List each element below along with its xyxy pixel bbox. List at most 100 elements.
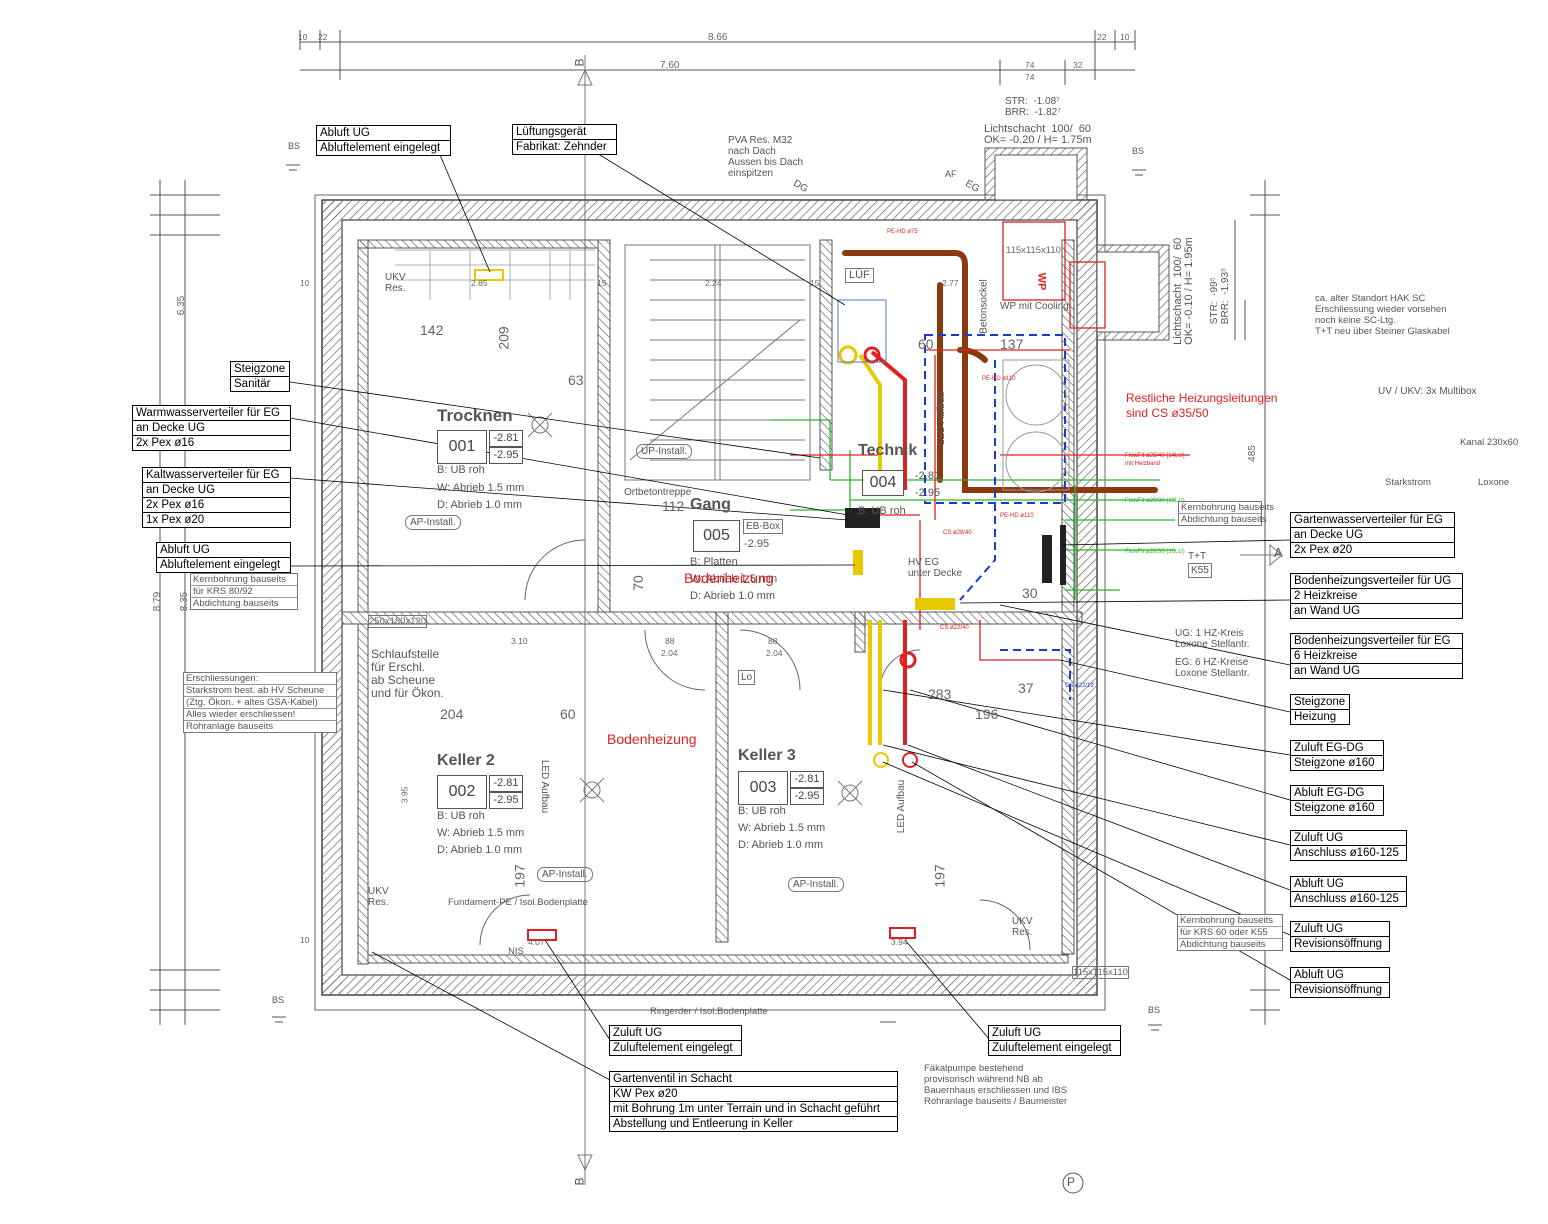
note-kernbohrung-left: Kernbohrung bauseits für KRS 80/92 Abdic… <box>190 573 298 610</box>
room-height-1: -2.81 <box>790 771 824 788</box>
room-number-003: 003 <box>738 771 788 805</box>
note-line: HV EG <box>908 557 940 568</box>
label-bs: BS <box>1148 1005 1161 1015</box>
callout-line: Zuluft UG <box>989 1026 1120 1041</box>
note-line: Schlaufstelle <box>371 647 440 661</box>
pipe-label: CS ø28/40 <box>943 530 972 536</box>
note-line: PVA Res. M32 <box>728 135 793 146</box>
callout-bodenheizung-ug: Bodenheizungsverteiler für UG 2 Heizkrei… <box>1290 573 1463 619</box>
room-spec: B: UB roh <box>738 805 786 817</box>
callout-line: 1x Pex ø20 <box>146 514 205 526</box>
callout-line: an Decke UG <box>1291 528 1454 543</box>
room-height-2: -2.95 <box>489 792 523 809</box>
room-spec: W: Abrieb 1.5 mm <box>738 822 826 834</box>
note-line: (Ztg. Ökon. + altes GSA-Kabel) <box>184 697 336 709</box>
light-well-right <box>1096 244 1170 341</box>
note-line: Fäkalpumpe bestehend <box>924 1063 1024 1074</box>
callout-line: KW Pex ø20 <box>610 1087 897 1102</box>
dim-top-small: 22 <box>1097 32 1107 42</box>
note-restliche-heizungsleitungen: Restliche Heizungsleitungen sind CS ø35/… <box>1126 391 1277 421</box>
label-bs: BS <box>1132 146 1145 156</box>
note-line: Abdichtung bauseits <box>1180 939 1266 950</box>
ventilation-unit <box>837 299 887 363</box>
callout-line: Revisionsöffnung <box>1294 938 1383 950</box>
yellow-ducts <box>474 269 955 768</box>
callout-line: an Wand UG <box>1294 605 1361 617</box>
note-led-aufbau: LED Aufbau <box>936 391 948 446</box>
callout-line: 2x Pex ø16 <box>143 498 290 513</box>
callout-line: 2x Pex ø20 <box>1294 544 1353 556</box>
note-line: OK= -0.10 / H= 1.95m <box>1182 237 1195 345</box>
dim-left-inner: 8.35 <box>179 591 191 612</box>
room-number-002: 002 <box>437 775 487 809</box>
note-line: Restliche Heizungsleitungen <box>1126 391 1278 405</box>
room-spec: B: UB roh <box>437 810 485 822</box>
note-eb-box: EB-Box <box>743 519 783 534</box>
callout-zuluft-ug-bottom-1: Zuluft UG Zuluftelement eingelegt <box>609 1025 742 1056</box>
callout-line: Gartenventil in Schacht <box>610 1072 897 1087</box>
note-line: Starkstrom best. ab HV Scheune <box>184 685 336 697</box>
note-ap-install: AP-Install. <box>788 877 844 892</box>
note-line: Kernbohrung bauseits <box>1179 502 1274 514</box>
distributor-blocks <box>845 508 1066 585</box>
callout-line: Zuluftelement eingelegt <box>613 1042 733 1054</box>
callout-line: Abluftelement eingelegt <box>320 142 441 154</box>
dim-inner: 63 <box>568 372 584 388</box>
callout-abluft-ug-revision: Abluft UG Revisionsöffnung <box>1290 967 1390 998</box>
pipe-label: FlowFit ø25/40 (14LU) <box>1125 453 1185 459</box>
room-spec: D: Abrieb 1.0 mm <box>437 844 522 856</box>
dim-inner: 197 <box>931 864 948 888</box>
room-spec: D: Abrieb 1.0 mm <box>738 839 823 851</box>
callout-line: Bodenheizungsverteiler für UG <box>1291 574 1462 589</box>
callout-line: Abluftelement eingelegt <box>160 559 281 571</box>
note-line: STR: -99⁵ <box>1209 277 1221 325</box>
dim-inner: 3.10 <box>511 636 528 646</box>
note-line: T+T neu über Steiner Glaskabel <box>1315 326 1450 337</box>
bs-markers <box>272 164 1162 1194</box>
callout-line: Zuluft UG <box>1291 831 1406 846</box>
note-line: Bauernhaus erschliessen und IBS <box>924 1085 1068 1096</box>
label-bs: BS <box>272 995 285 1005</box>
dim-top-small: 10 <box>1120 32 1130 42</box>
pipe-label: FlowFit ø20/30 (10LU) <box>1125 549 1185 555</box>
callout-line: Steigzone ø160 <box>1294 802 1375 814</box>
room-height-2: -2.95 <box>915 487 941 499</box>
pipe-label: CS ø22/40 <box>940 625 969 631</box>
pipe-label: mit Heizband <box>1125 461 1161 467</box>
dim-inner: 60 <box>918 336 934 352</box>
dim-inner: 70 <box>629 575 646 591</box>
note-kanal: Kanal 230x60 <box>1460 437 1519 448</box>
note-line: OK= -0.20 / H= 1.75m <box>984 134 1092 146</box>
note-bodenheizung: Bodenheizung <box>607 731 697 747</box>
dim-top-small: 10 <box>298 32 308 42</box>
note-kernbohrung-bottom: Kernbohrung bauseits für KRS 60 oder K55… <box>1177 914 1283 951</box>
callout-line: Anschluss ø160-125 <box>1294 893 1399 905</box>
dimension-lines-right <box>1234 180 1280 1025</box>
storage-tanks <box>1002 359 1070 493</box>
dim-inner: 2.85 <box>471 278 488 288</box>
note-line: nach Dach <box>728 146 776 157</box>
callout-steigzone-heizung: Steigzone Heizung <box>1290 694 1350 725</box>
pipe-label: PE-HD ø110 <box>982 376 1016 382</box>
note-line: Loxone Stellantr. <box>1175 639 1250 650</box>
note-t-t: T+T <box>1188 551 1207 562</box>
note-line: UG: 1 HZ-Kreis <box>1175 628 1244 639</box>
note-line: noch keine SC-Ltg. <box>1315 315 1396 326</box>
callout-line: Bodenheizungsverteiler für EG <box>1291 634 1462 649</box>
pipe-label: FlowFit ø20/30 (10LU) <box>1125 498 1185 504</box>
note-up-install: UP-Install. <box>636 444 693 459</box>
note-ap-install: AP-Install. <box>405 515 461 530</box>
callout-line: Abluft EG-DG <box>1291 786 1383 801</box>
dim-top-total: 8.66 <box>708 32 728 43</box>
note-line: UKV <box>1012 916 1033 927</box>
light-well-top <box>984 147 1088 201</box>
note-line: Kernbohrung bauseits <box>1178 915 1282 927</box>
callout-line: mit Bohrung 1m unter Terrain und in Scha… <box>610 1102 897 1117</box>
callout-line: Abluft UG <box>157 543 290 558</box>
